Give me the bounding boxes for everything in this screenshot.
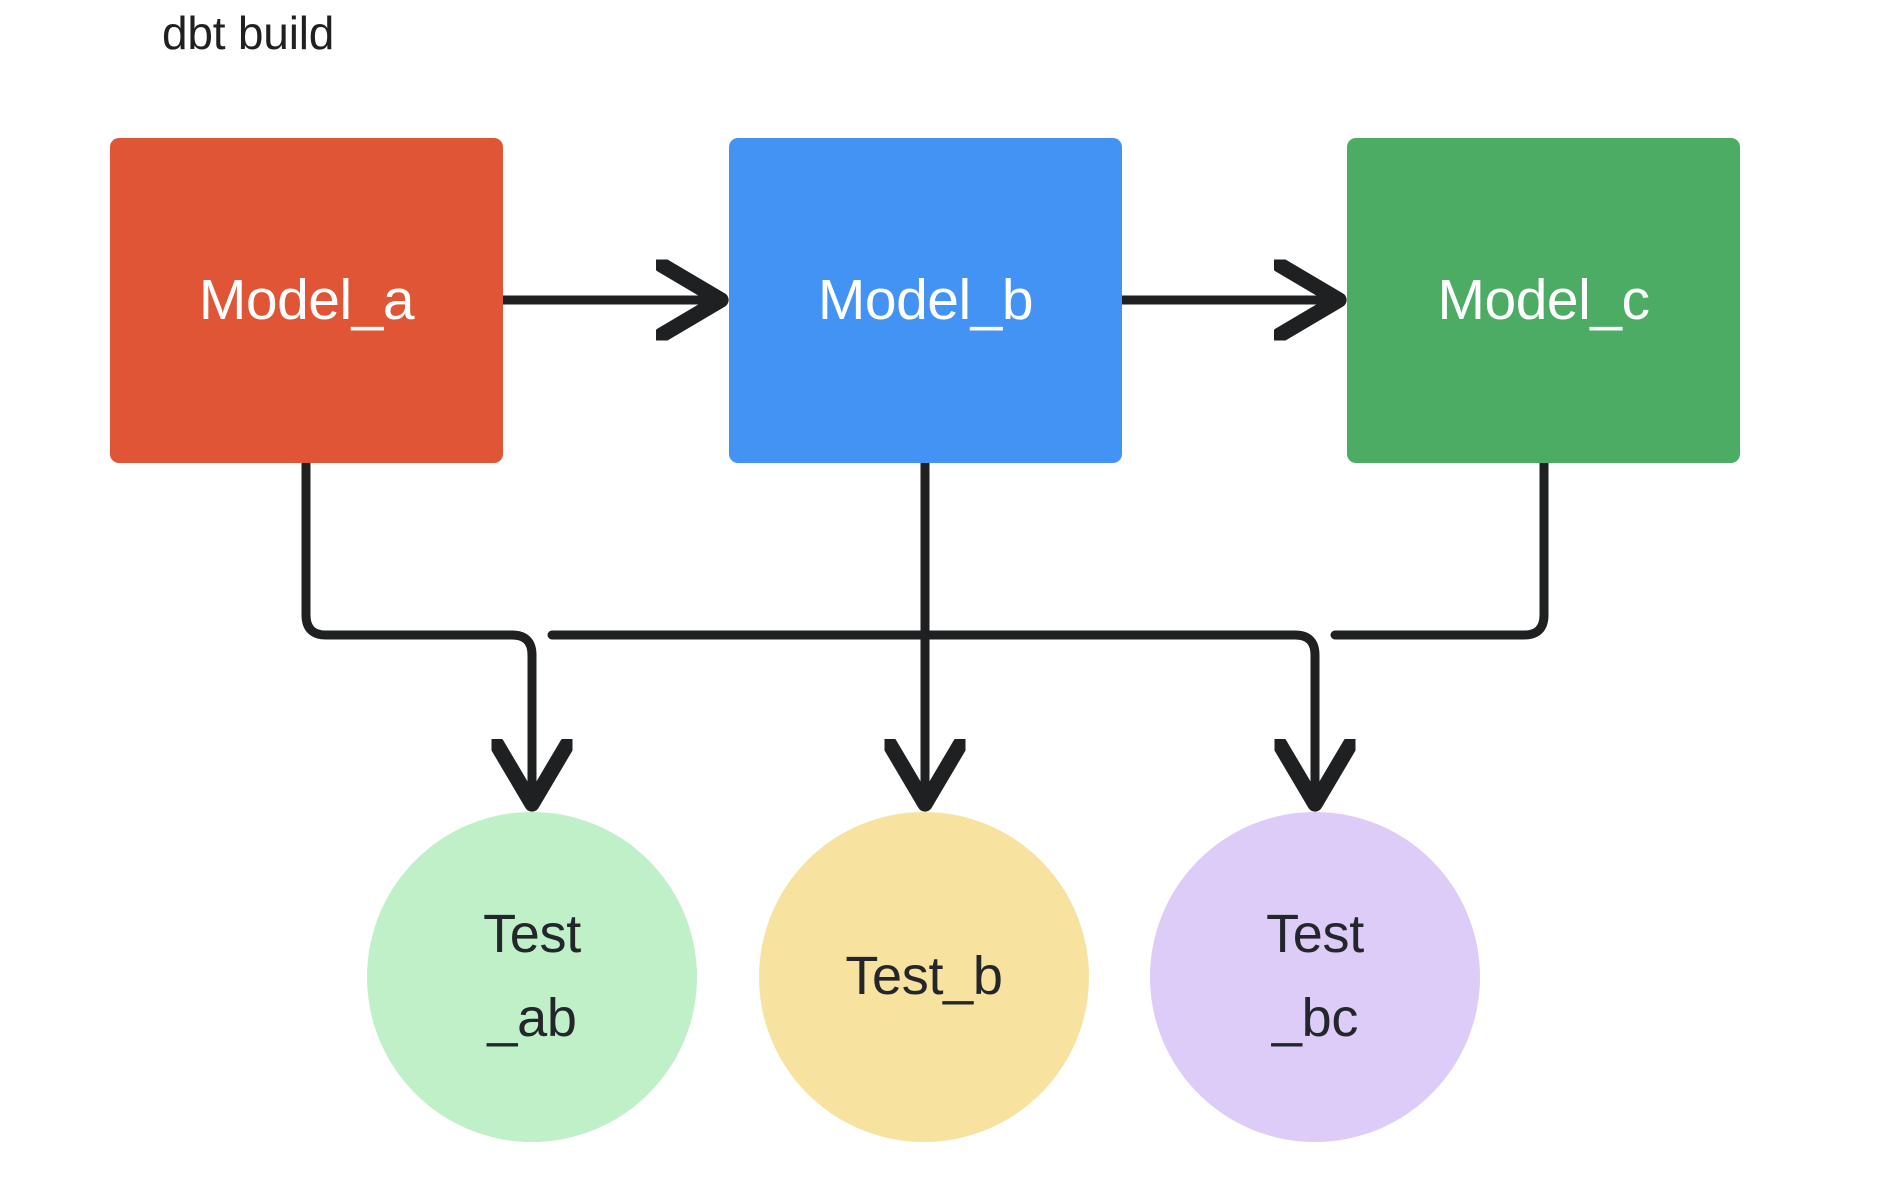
edge-model-a-to-test-ab xyxy=(301,458,532,795)
node-model-c[interactable]: Model_c xyxy=(1347,138,1740,463)
edge-model-c-to-test-bc xyxy=(1330,458,1549,640)
node-model-b[interactable]: Model_b xyxy=(729,138,1122,463)
node-model-c-label: Model_c xyxy=(1437,268,1650,332)
node-test-ab[interactable]: Test _ab xyxy=(367,812,697,1142)
node-test-b[interactable]: Test_b xyxy=(759,812,1089,1142)
node-test-ab-label: Test _ab xyxy=(483,904,581,1048)
node-model-a-label: Model_a xyxy=(198,268,415,332)
node-model-a[interactable]: Model_a xyxy=(110,138,503,463)
edge-model-b-to-test-bc xyxy=(920,630,1315,795)
node-model-b-label: Model_b xyxy=(817,268,1034,332)
node-test-bc[interactable]: Test _bc xyxy=(1150,812,1480,1142)
node-test-b-label: Test_b xyxy=(845,946,1003,1007)
diagram-title: dbt build xyxy=(162,7,335,59)
node-test-bc-label: Test _bc xyxy=(1266,904,1364,1048)
